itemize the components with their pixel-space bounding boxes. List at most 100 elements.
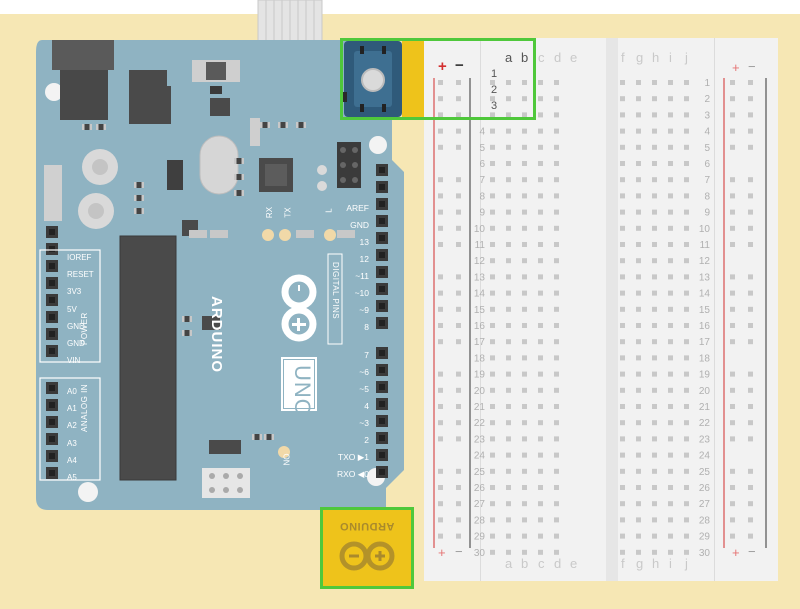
breadboard-hole[interactable] (506, 485, 511, 490)
breadboard-hole[interactable] (668, 161, 673, 166)
rail-hole[interactable] (730, 404, 735, 409)
breadboard-hole[interactable] (684, 485, 689, 490)
rail-hole[interactable] (438, 387, 443, 393)
breadboard-hole[interactable] (636, 436, 641, 442)
breadboard-hole[interactable] (684, 387, 689, 393)
breadboard-hole[interactable] (490, 371, 495, 377)
breadboard-hole[interactable] (522, 80, 527, 85)
breadboard-hole[interactable] (668, 274, 673, 280)
breadboard-hole[interactable] (538, 274, 543, 280)
rail-hole[interactable] (438, 274, 443, 280)
breadboard-hole[interactable] (652, 452, 657, 458)
rail-hole[interactable] (438, 193, 443, 199)
breadboard-hole[interactable] (636, 112, 641, 118)
breadboard-hole[interactable] (506, 306, 511, 312)
breadboard-hole[interactable] (652, 177, 657, 183)
rail-hole[interactable] (456, 323, 461, 328)
breadboard-hole[interactable] (620, 161, 625, 166)
breadboard-hole[interactable] (636, 355, 641, 361)
breadboard-hole[interactable] (554, 485, 559, 490)
breadboard-hole[interactable] (620, 387, 625, 393)
breadboard-hole[interactable] (652, 306, 657, 312)
rail-hole[interactable] (456, 387, 461, 393)
breadboard-hole[interactable] (652, 517, 657, 523)
rail-hole[interactable] (456, 242, 461, 247)
breadboard-hole[interactable] (620, 452, 625, 458)
rail-hole[interactable] (748, 323, 753, 328)
breadboard-hole[interactable] (522, 436, 527, 442)
breadboard-hole[interactable] (506, 80, 511, 85)
breadboard-hole[interactable] (490, 128, 495, 134)
breadboard-hole[interactable] (490, 112, 495, 118)
rail-hole[interactable] (730, 420, 735, 426)
breadboard-hole[interactable] (506, 258, 511, 264)
rail-hole[interactable] (730, 323, 735, 328)
breadboard-hole[interactable] (652, 533, 657, 539)
rail-hole[interactable] (438, 371, 443, 377)
breadboard-hole[interactable] (554, 177, 559, 183)
breadboard-hole[interactable] (668, 242, 673, 247)
pushbutton-icon[interactable] (340, 38, 536, 120)
breadboard-hole[interactable] (636, 452, 641, 458)
breadboard-hole[interactable] (668, 485, 673, 490)
breadboard-hole[interactable] (490, 549, 495, 555)
rail-hole[interactable] (438, 485, 443, 490)
breadboard-hole[interactable] (490, 80, 495, 85)
breadboard-hole[interactable] (668, 404, 673, 409)
rail-hole[interactable] (730, 128, 735, 134)
rail-hole[interactable] (748, 501, 753, 507)
breadboard-hole[interactable] (652, 209, 657, 215)
breadboard-hole[interactable] (522, 452, 527, 458)
rail-hole[interactable] (438, 323, 443, 328)
breadboard-hole[interactable] (490, 533, 495, 539)
rail-hole[interactable] (748, 420, 753, 426)
breadboard-hole[interactable] (684, 339, 689, 345)
breadboard-hole[interactable] (554, 355, 559, 361)
breadboard-hole[interactable] (652, 161, 657, 166)
rail-hole[interactable] (456, 274, 461, 280)
breadboard-hole[interactable] (538, 144, 543, 150)
breadboard-hole[interactable] (538, 387, 543, 393)
breadboard-hole[interactable] (668, 80, 673, 85)
breadboard-hole[interactable] (554, 144, 559, 150)
breadboard-hole[interactable] (554, 339, 559, 345)
rail-hole[interactable] (748, 517, 753, 523)
rail-hole[interactable] (730, 274, 735, 280)
breadboard-hole[interactable] (620, 323, 625, 328)
breadboard-hole[interactable] (538, 339, 543, 345)
breadboard-hole[interactable] (668, 355, 673, 361)
breadboard-hole[interactable] (554, 306, 559, 312)
breadboard-hole[interactable] (506, 225, 511, 231)
breadboard-hole[interactable] (522, 177, 527, 183)
breadboard-hole[interactable] (620, 144, 625, 150)
breadboard-hole[interactable] (538, 485, 543, 490)
breadboard-hole[interactable] (668, 112, 673, 118)
breadboard-hole[interactable] (684, 371, 689, 377)
breadboard-hole[interactable] (620, 420, 625, 426)
breadboard-hole[interactable] (684, 128, 689, 134)
breadboard-hole[interactable] (490, 387, 495, 393)
breadboard-hole[interactable] (522, 420, 527, 426)
breadboard-hole[interactable] (652, 355, 657, 361)
breadboard-hole[interactable] (668, 193, 673, 199)
breadboard-hole[interactable] (668, 306, 673, 312)
breadboard-hole[interactable] (538, 209, 543, 215)
pushbutton-component[interactable]: 1 2 3 (340, 38, 536, 120)
breadboard-hole[interactable] (620, 306, 625, 312)
breadboard-hole[interactable] (652, 128, 657, 134)
breadboard-hole[interactable] (522, 355, 527, 361)
breadboard-hole[interactable] (538, 404, 543, 409)
breadboard-hole[interactable] (668, 420, 673, 426)
rail-hole[interactable] (730, 96, 735, 102)
rail-hole[interactable] (456, 96, 461, 102)
rail-hole[interactable] (730, 533, 735, 539)
breadboard-hole[interactable] (554, 274, 559, 280)
breadboard-hole[interactable] (538, 258, 543, 264)
rail-hole[interactable] (456, 485, 461, 490)
rail-hole[interactable] (748, 225, 753, 231)
breadboard-hole[interactable] (490, 274, 495, 280)
breadboard-hole[interactable] (554, 323, 559, 328)
breadboard-hole[interactable] (554, 161, 559, 166)
breadboard-hole[interactable] (522, 371, 527, 377)
breadboard-hole[interactable] (684, 258, 689, 264)
